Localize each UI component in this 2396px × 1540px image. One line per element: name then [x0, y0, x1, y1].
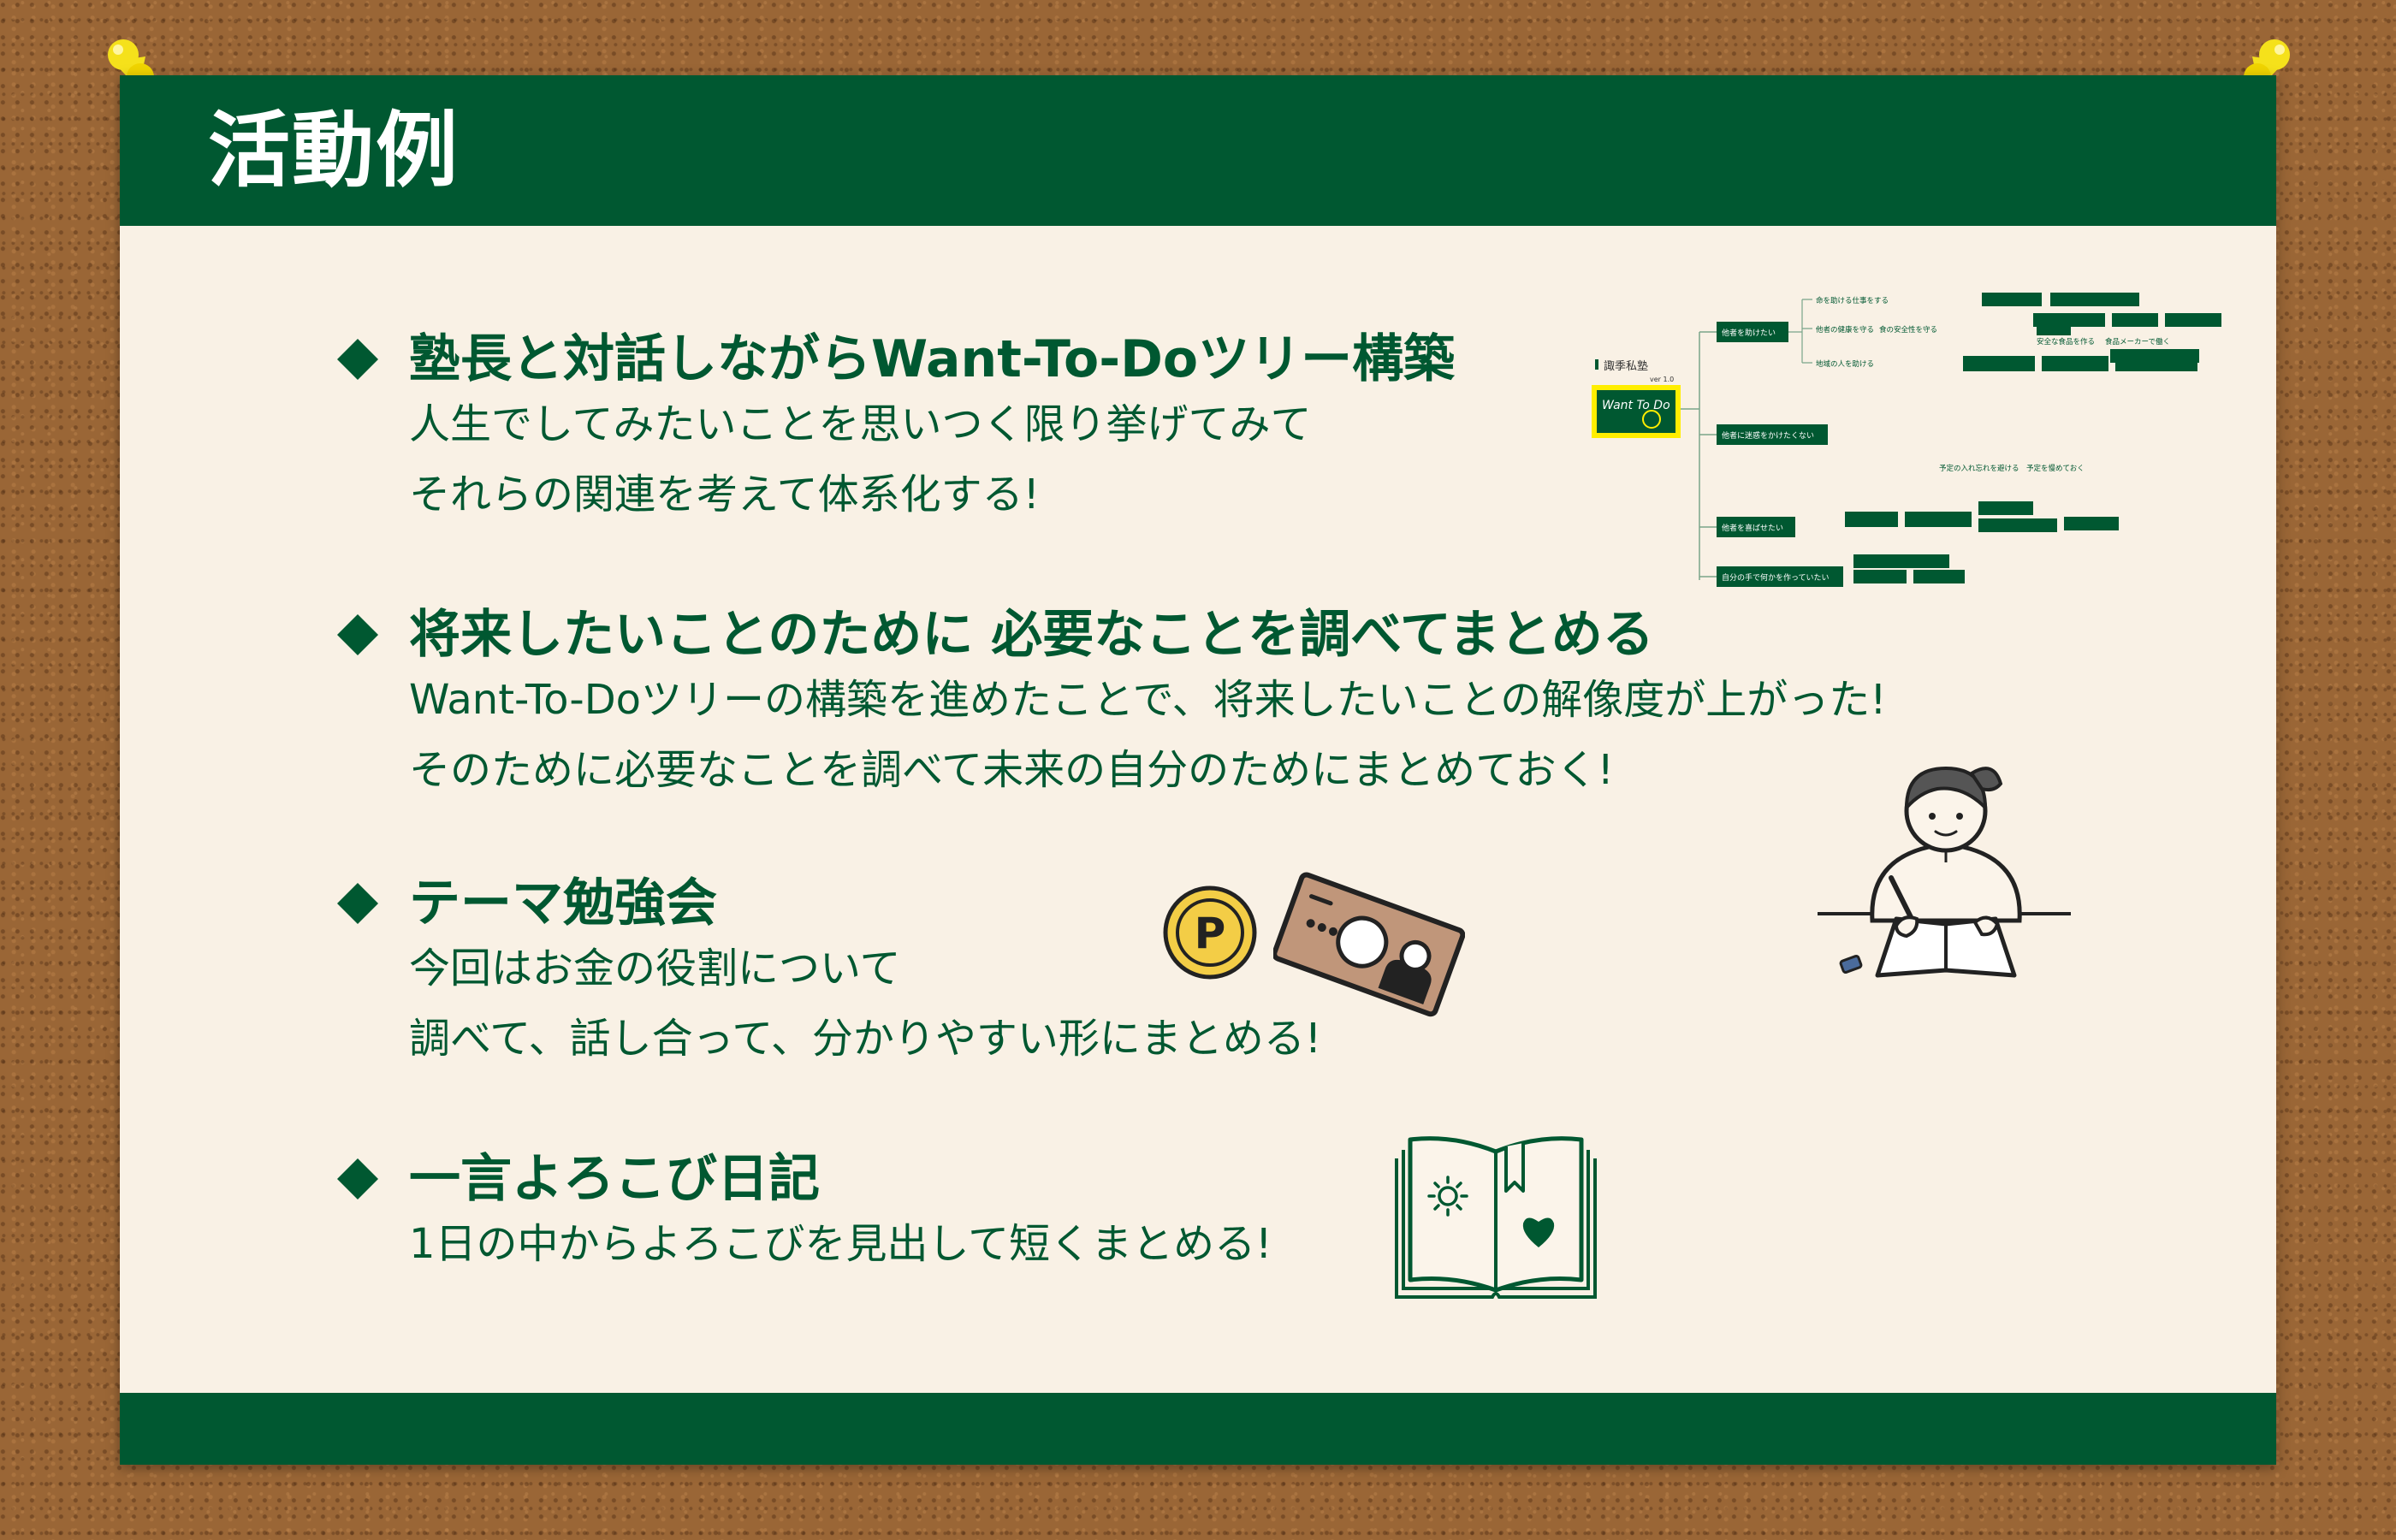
- diamond-bullet-icon: [337, 614, 378, 655]
- tree-leaf: 安全な食品を作る: [2037, 337, 2095, 346]
- activity-title: テーマ勉強会: [409, 874, 717, 933]
- want-to-do-tree-diagram: 諏季私塾 ver 1.0 Want To Do 他者を助けたい 他者に迷惑をかけ…: [1592, 293, 2221, 587]
- activity-description: それらの関連を考えて体系化する!: [409, 471, 1040, 518]
- bookmark-icon: [1504, 1143, 1525, 1193]
- activity-title: 塾長と対話しながらWant-To-Doツリー構築: [409, 329, 1456, 389]
- tree-leaf: 食の安全性を守る: [1879, 325, 1937, 335]
- svg-text:自分の手で何かを作っていたい: 自分の手で何かを作っていたい: [1722, 572, 1830, 583]
- diary-book-icon: [1395, 1136, 1597, 1299]
- tree-leaf: 命を助ける仕事をする: [1816, 296, 1889, 305]
- tree-leaf: 食品メーカーで働く: [2105, 337, 2170, 346]
- tree-branch-node: [1717, 517, 1795, 537]
- bulletin-board: 活動例 塾長と対話しながらWant-To-Doツリー構築 人生でしてみたいことを…: [120, 75, 2276, 1465]
- tree-leaf: 地域の人を助ける: [1816, 359, 1874, 369]
- diamond-bullet-icon: [337, 883, 378, 924]
- activity-title: 一言よろこび日記: [409, 1149, 820, 1209]
- diamond-bullet-icon: [337, 1158, 378, 1199]
- coin-label: P: [1195, 909, 1226, 958]
- svg-text:他者を助けたい: 他者を助けたい: [1722, 328, 1776, 338]
- tree-brand: 諏季私塾 ver 1.0: [1595, 359, 1674, 383]
- activity-description: 人生でしてみたいことを思いつく限り挙げてみて: [409, 400, 1312, 448]
- sun-icon: [1427, 1176, 1468, 1217]
- heart-icon: [1522, 1217, 1555, 1247]
- activity-description: 調べて、話し合って、分かりやすい形にまとめる!: [409, 1015, 1322, 1063]
- header-bar: 活動例: [120, 75, 2276, 226]
- tree-logo: Want To Do: [1602, 399, 1670, 412]
- activity-title: 将来したいことのために 必要なことを調べてまとめる: [409, 605, 1654, 665]
- page-title: 活動例: [208, 103, 460, 198]
- tree-branch-node: [1717, 566, 1843, 587]
- diamond-bullet-icon: [337, 339, 378, 380]
- activity-description: Want-To-Doツリーの構築を進めたことで、将来したいことの解像度が上がった…: [409, 676, 1887, 724]
- tree-leaf: 他者の健康を守る: [1816, 325, 1874, 335]
- tree-redacted-leaves: [1845, 293, 2221, 583]
- bill-icon: [1273, 872, 1465, 1017]
- svg-text:他者を喜ばせたい: 他者を喜ばせたい: [1722, 523, 1783, 533]
- tree-leaf: 予定の入れ忘れを避ける: [1939, 464, 2019, 473]
- svg-text:他者に迷惑をかけたくない: 他者に迷惑をかけたくない: [1722, 430, 1814, 441]
- activity-description: そのために必要なことを調べて未来の自分のためにまとめておく!: [409, 746, 1614, 794]
- activity-description: 1日の中からよろこびを見出して短くまとめる!: [409, 1220, 1272, 1268]
- coin-icon: P: [1163, 886, 1257, 980]
- tree-branch-node: [1717, 322, 1788, 342]
- activity-description: 今回はお金の役割について: [409, 945, 901, 992]
- tree-leaf: 予定を慢めておく: [2026, 464, 2085, 473]
- footer-bar: [120, 1393, 2276, 1465]
- student-illustration: [1818, 766, 2071, 978]
- tree-version: ver 1.0: [1650, 376, 1674, 383]
- tree-brand-label: 諏季私塾: [1604, 359, 1648, 373]
- tree-branch-node: [1717, 424, 1828, 445]
